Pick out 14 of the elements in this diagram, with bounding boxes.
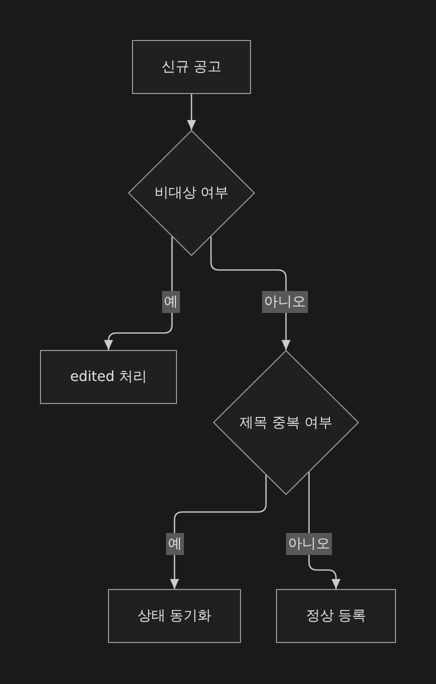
decision-diamond: 제목 중복 여부 [213, 350, 359, 495]
process-box: 상태 동기화 [108, 589, 241, 643]
decision-diamond: 비대상 여부 [128, 130, 255, 256]
edge-label: 예 [162, 291, 180, 313]
arrow [170, 475, 267, 589]
edge-label: 아니오 [262, 291, 308, 313]
arrow [210, 236, 290, 350]
edge-label: 아니오 [286, 533, 332, 555]
process-box: 신규 공고 [132, 40, 251, 94]
process-box: 정상 등록 [276, 589, 396, 643]
arrow [187, 94, 196, 130]
edge-label: 예 [166, 533, 184, 555]
arrow [104, 236, 173, 350]
process-box: edited 처리 [40, 350, 177, 404]
